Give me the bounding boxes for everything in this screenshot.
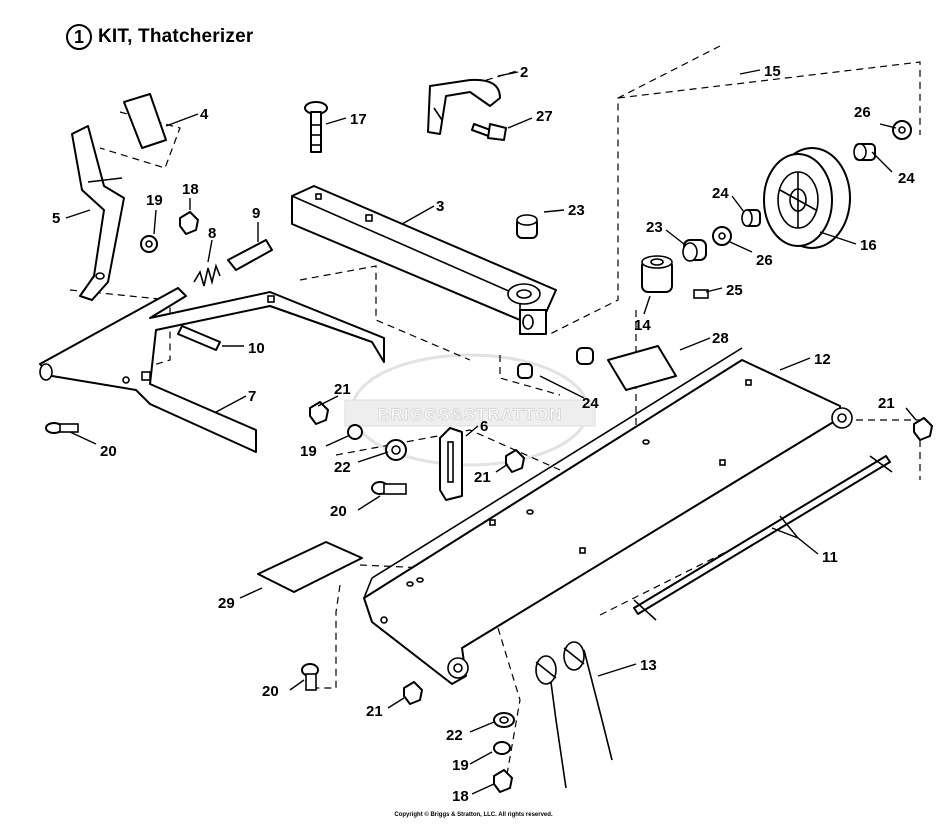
part-16-wheel <box>763 147 851 249</box>
callout-20-a: 20 <box>100 443 117 460</box>
callout-19-c: 19 <box>452 757 469 774</box>
title-text: KIT, Thatcherizer <box>98 26 254 47</box>
callout-28: 28 <box>712 330 729 347</box>
part-2-bracket <box>427 78 507 141</box>
part-15-detent-pin <box>679 62 745 180</box>
copyright-notice: Copyright © Briggs & Stratton, LLC. All … <box>394 812 553 818</box>
callout-7: 7 <box>248 388 256 405</box>
part-28-decal <box>607 345 677 391</box>
callout-20-c: 20 <box>262 683 279 700</box>
leader-lines <box>65 69 917 795</box>
callout-10: 10 <box>248 340 265 357</box>
callout-19-b: 19 <box>300 443 317 460</box>
callout-22-b: 22 <box>446 727 463 744</box>
part-10-pin <box>177 325 221 351</box>
callout-22-a: 22 <box>334 459 351 476</box>
callout-4: 4 <box>200 106 209 123</box>
part-11-rod <box>633 455 893 621</box>
watermark: BRIGGS&STRATTON <box>344 353 596 467</box>
hardware-nuts-washers-screws <box>45 211 933 793</box>
callout-23-b: 23 <box>646 219 663 236</box>
part-9-pin <box>227 239 273 271</box>
callout-15: 15 <box>764 63 781 80</box>
callout-27: 27 <box>536 108 553 125</box>
callout-11: 11 <box>822 549 838 566</box>
callout-20-b: 20 <box>330 503 347 520</box>
part-23-bushings <box>516 214 594 379</box>
callout-6: 6 <box>480 418 488 435</box>
callout-29: 29 <box>218 595 235 612</box>
callout-21-a: 21 <box>334 381 351 398</box>
callout-26-b: 26 <box>756 252 773 269</box>
part-7-lift-lever <box>39 287 385 453</box>
part-6-bracket <box>439 427 463 501</box>
part-5-handle <box>71 125 125 301</box>
callout-3: 3 <box>436 198 444 215</box>
title-number-badge: 1 <box>66 24 92 50</box>
callout-8: 8 <box>208 225 216 242</box>
callout-18-b: 18 <box>452 788 469 805</box>
callout-24-c: 24 <box>582 395 599 412</box>
wheel-hardware <box>682 120 912 262</box>
callout-24-a: 24 <box>898 170 915 187</box>
callout-21-c: 21 <box>878 395 895 412</box>
part-4-grip <box>123 93 167 149</box>
part-29-decal <box>257 541 363 593</box>
callout-12: 12 <box>814 351 831 368</box>
callout-16: 16 <box>860 237 877 254</box>
part-17-bolt <box>304 101 328 153</box>
callout-13: 13 <box>640 657 657 674</box>
callout-numbers: 2 3 4 5 6 7 8 9 10 11 12 13 14 15 16 17 … <box>52 63 915 805</box>
part-14-collar <box>641 255 709 299</box>
part-3-arm <box>291 185 557 335</box>
callout-2: 2 <box>520 64 528 81</box>
watermark-text: BRIGGS&STRATTON <box>377 405 562 424</box>
callout-18-a: 18 <box>182 181 199 198</box>
part-12-frame <box>363 347 853 685</box>
part-8-spring <box>193 263 221 287</box>
callout-9: 9 <box>252 205 260 222</box>
part-13-tine <box>535 641 613 789</box>
diagram-title: 1 KIT, Thatcherizer <box>66 22 253 52</box>
callout-24-b: 24 <box>712 185 729 202</box>
callout-17: 17 <box>350 111 367 128</box>
callout-19-a: 19 <box>146 192 163 209</box>
callout-14: 14 <box>634 317 651 334</box>
callout-21-d: 21 <box>366 703 383 720</box>
callout-23-a: 23 <box>568 202 585 219</box>
callout-26-a: 26 <box>854 104 871 121</box>
callout-21-b: 21 <box>474 469 491 486</box>
callout-5: 5 <box>52 210 60 227</box>
callout-25: 25 <box>726 282 743 299</box>
